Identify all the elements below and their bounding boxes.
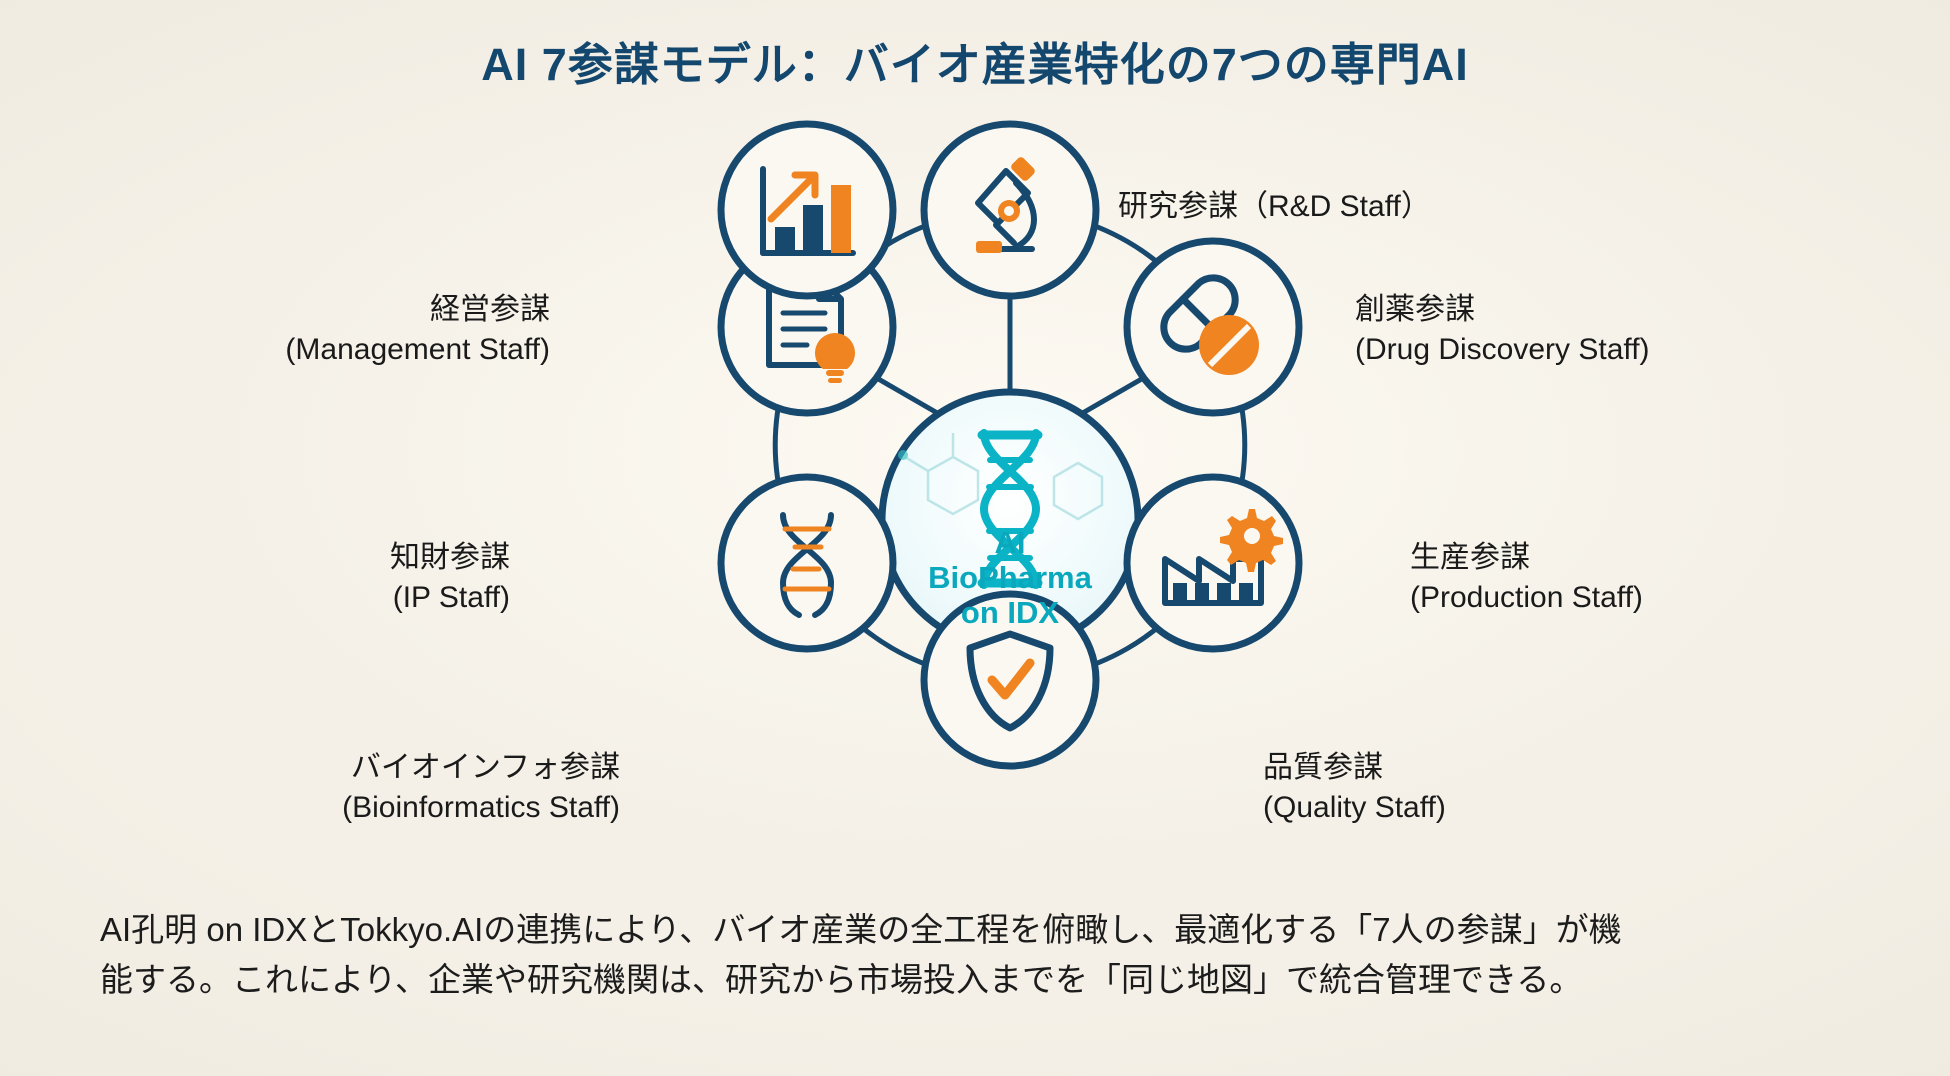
node-label-quality: 品質参謀 (Quality Staff) [1263,748,1446,828]
node-rd[interactable] [920,120,1100,300]
node-label-drug-discovery-jp: 創薬参謀 [1355,293,1475,326]
hub-and-spoke-diagram [717,120,1303,770]
node-label-bioinformatics: バイオインフォ参謀 (Bioinformatics Staff) [342,748,620,828]
node-label-management: 経営参謀 (Management Staff) [285,290,550,370]
node-bioinformatics-circle [717,473,897,653]
node-bioinformatics[interactable] [717,473,897,653]
node-label-production: 生産参謀 (Production Staff) [1410,538,1643,618]
node-label-production-jp: 生産参謀 [1410,541,1530,574]
microscope-icon [975,157,1037,253]
caption-line-1: AI孔明 on IDXとTokkyo.AIの連携により、バイオ産業の全工程を俯瞰… [100,911,1622,948]
node-label-production-en: (Production Staff) [1410,581,1643,614]
page-title: AI 7参謀モデル：バイオ産業特化の7つの専門AI [481,39,1469,90]
dna-helix-icon [977,429,1043,589]
node-label-quality-jp: 品質参謀 [1263,751,1383,784]
capsule-pill-icon [1160,274,1259,375]
node-label-management-jp: 経営参謀 [430,293,550,326]
bar-chart-arrow-icon [760,166,856,256]
node-label-management-en: (Management Staff) [285,333,550,366]
node-label-bioinformatics-en: (Bioinformatics Staff) [342,791,620,824]
node-management[interactable] [717,120,897,300]
dna-strand-icon [779,512,835,618]
factory-gear-icon [1162,509,1283,606]
node-label-bioinformatics-jp: バイオインフォ参謀 [350,751,620,784]
lightbulb-icon [815,333,855,383]
node-label-ip-jp: 知財参謀 [390,541,510,574]
hub-label-line3: on IDX [960,595,1060,630]
node-quality[interactable] [920,590,1100,770]
node-label-drug-discovery: 創薬参謀 (Drug Discovery Staff) [1355,290,1650,370]
molecule-hexagons-icon [898,433,1104,521]
document-bulb-icon [766,274,855,383]
node-label-drug-discovery-en: (Drug Discovery Staff) [1355,333,1650,366]
hub-label-line2: BioPharma [928,560,1092,595]
shield-check-icon [966,630,1054,732]
node-label-quality-en: (Quality Staff) [1263,791,1446,824]
hub-label-line1: AI [994,525,1026,560]
node-production[interactable] [1123,473,1303,653]
node-label-ip-en: (IP Staff) [392,581,510,614]
caption-block: AI孔明 on IDXとTokkyo.AIの連携により、バイオ産業の全工程を俯瞰… [100,905,1860,1005]
hub-label: AI BioPharma on IDX [880,525,1140,630]
node-label-rd: 研究参謀（R&D Staff） [1118,187,1431,227]
node-drug-discovery[interactable] [1123,237,1303,417]
node-label-ip: 知財参謀 (IP Staff) [390,538,510,618]
node-label-rd-jp: 研究参謀（R&D Staff） [1118,190,1431,223]
caption-line-2: 能する。これにより、企業や研究機関は、研究から市場投入までを「同じ地図」で統合管… [100,961,1583,998]
node-quality-circle [920,590,1100,770]
diagram-stage: AI BioPharma on IDX 研究参謀（R&D Staff） 創薬参謀… [0,95,1950,885]
